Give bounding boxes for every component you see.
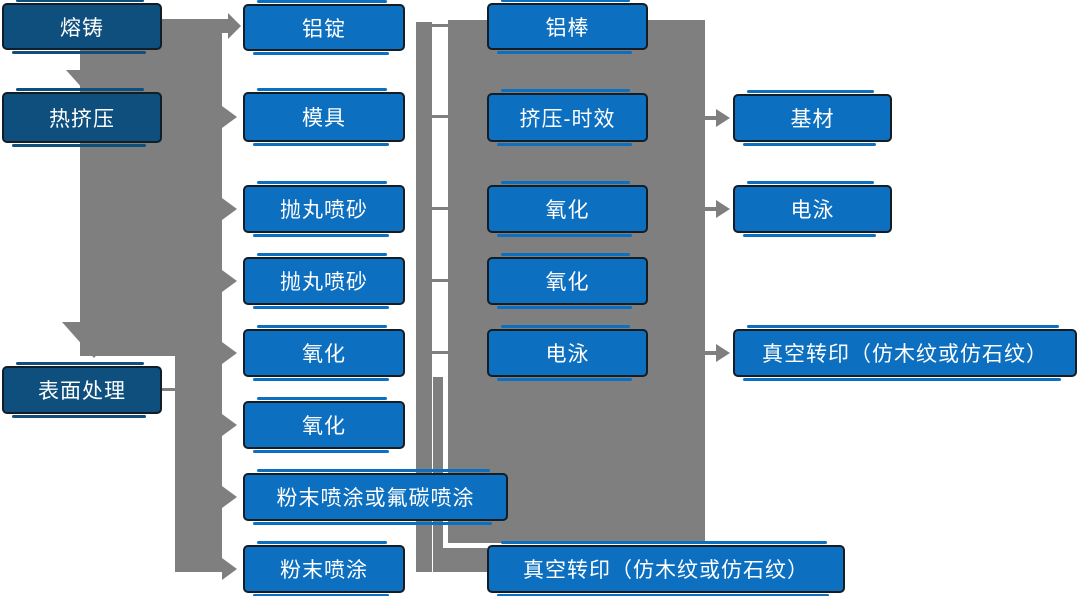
node-extrusion-aging: 挤压-时效: [487, 89, 648, 146]
node-oxidation-1: 氧化: [243, 325, 405, 381]
arrow-right-icon: [222, 558, 237, 580]
connector-tick-surface-treatment: [162, 388, 176, 391]
connector-tick-row2: [432, 115, 448, 118]
node-surface-treatment: 表面处理: [2, 362, 162, 418]
connector-band-vertical-main: [80, 19, 222, 356]
arrow-right-icon: [716, 109, 730, 127]
connector-stem-vacuum-transfer: [705, 351, 717, 355]
node-oxidation-2: 氧化: [243, 397, 405, 453]
node-aluminum-ingot: 铝锭: [243, 0, 405, 55]
arrow-right-icon: [222, 486, 237, 508]
connector-tick-row4: [432, 279, 448, 282]
arrow-right-icon: [222, 270, 237, 292]
connector-tick-row3: [432, 207, 448, 210]
node-melting-casting: 熔铸: [2, 0, 162, 54]
node-powder-coating: 粉末喷涂: [243, 541, 405, 596]
node-mold: 模具: [243, 88, 405, 146]
connector-strip-a: [416, 22, 432, 572]
connector-tick-row1: [432, 24, 448, 27]
arrow-right-icon: [222, 198, 237, 220]
node-electrophoresis-1: 电泳: [487, 325, 648, 381]
arrow-right-icon: [222, 106, 237, 128]
connector-stem-base-material: [705, 116, 717, 120]
arrow-right-icon: [228, 13, 241, 39]
node-oxidation-4: 氧化: [487, 253, 648, 309]
connector-stem-electrophoresis: [705, 207, 717, 211]
arrow-right-icon: [222, 342, 237, 364]
arrow-down-icon: [62, 322, 126, 358]
connector-band-vertical-lower: [175, 356, 222, 572]
node-vacuum-transfer-right: 真空转印（仿木纹或仿石纹）: [733, 325, 1077, 381]
node-aluminum-rod: 铝棒: [487, 0, 648, 54]
arrow-right-icon: [716, 200, 730, 218]
node-shot-blast-sandblast-1: 抛丸喷砂: [243, 181, 405, 237]
arrow-right-icon: [222, 414, 237, 436]
node-electrophoresis-2: 电泳: [733, 181, 892, 237]
node-oxidation-3: 氧化: [487, 181, 648, 237]
connector-bridge-bottom: [433, 548, 487, 572]
node-hot-extrusion: 热挤压: [2, 88, 162, 147]
node-vacuum-transfer-bottom: 真空转印（仿木纹或仿石纹）: [487, 541, 845, 596]
node-base-material: 基材: [733, 90, 892, 146]
connector-tick-row5: [432, 351, 448, 354]
node-shot-blast-sandblast-2: 抛丸喷砂: [243, 253, 405, 309]
node-powder-or-fluorocarbon: 粉末喷涂或氟碳喷涂: [243, 469, 508, 525]
arrow-right-icon: [716, 344, 730, 362]
arrow-down-icon: [66, 70, 100, 89]
